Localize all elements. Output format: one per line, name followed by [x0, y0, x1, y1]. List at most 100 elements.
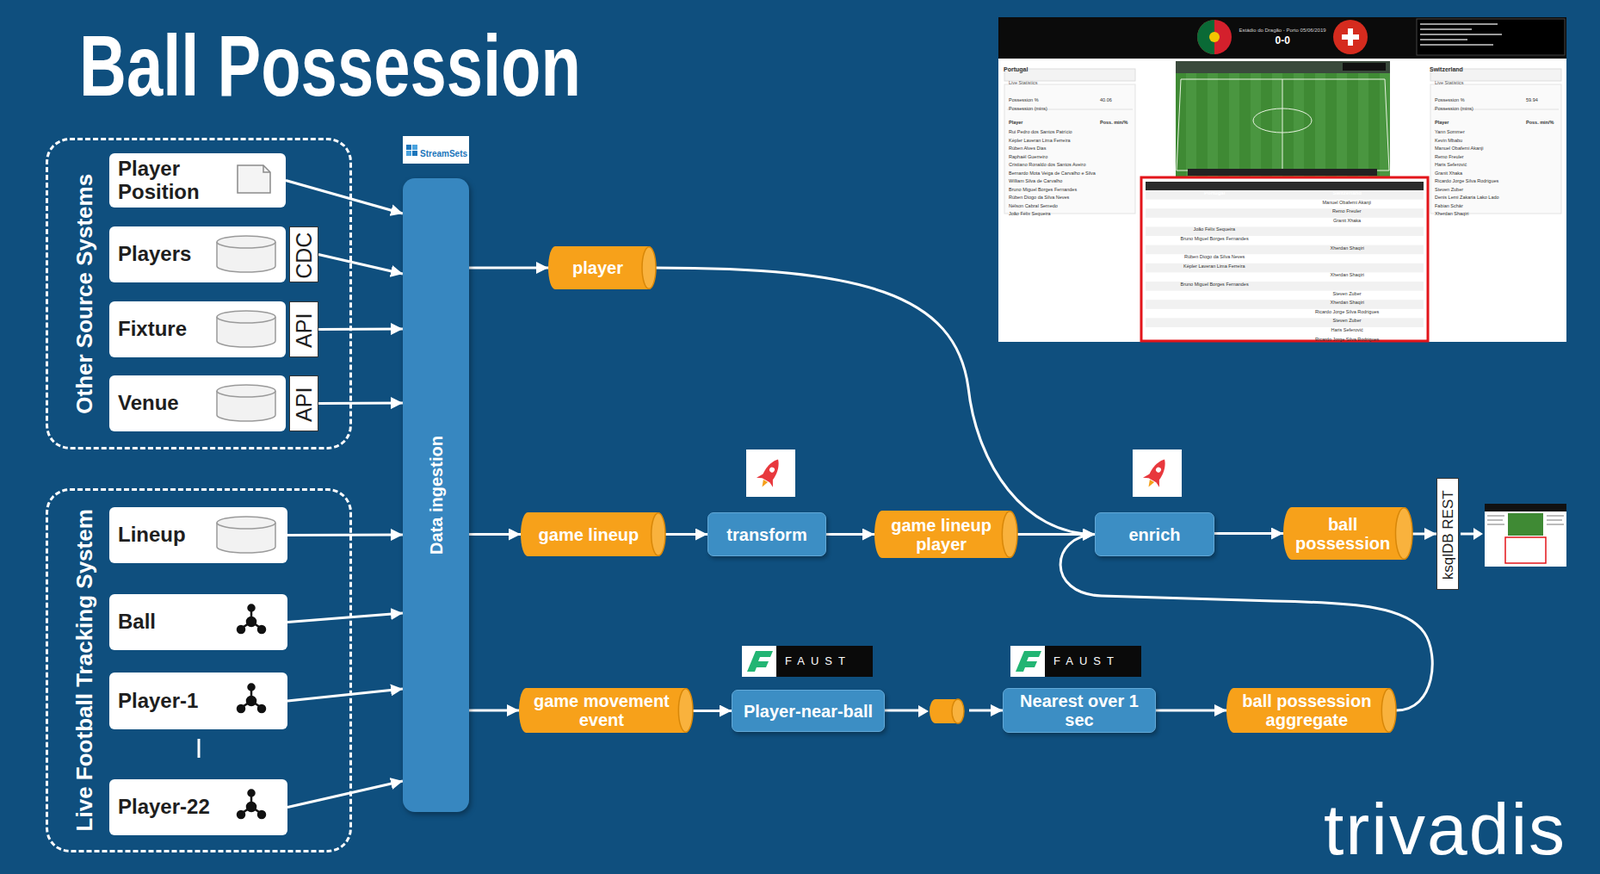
label-anchor: trivadis: [1323, 787, 1567, 872]
database-icon: [216, 235, 276, 553]
label-anchor: FAUST: [1053, 652, 1120, 668]
label-text: Steven Zuber: [1333, 290, 1362, 297]
system-group: Other Source SystemsPlayer PositionPlaye…: [45, 137, 353, 450]
label-text: Xherdan Shaqiri: [1330, 245, 1365, 251]
label-anchor: Poss. min/%: [1099, 111, 1128, 128]
label-anchor: Xherdan Shaqiri: [1330, 237, 1365, 254]
svg-rect: [1207, 73, 1218, 177]
svg-rect: [741, 645, 777, 677]
system-group: Live Football Tracking SystemLineupBallP…: [45, 488, 353, 853]
node-label: Player-near-ball: [743, 701, 873, 721]
svg-circle: [247, 696, 256, 705]
svg-rect: [1484, 503, 1567, 567]
svg-ellipse: [216, 310, 276, 323]
source-box: Ball: [109, 593, 288, 650]
label-anchor: Poss. min/%: [1525, 111, 1554, 128]
svg-rect: [998, 17, 1567, 342]
label-text: Xherdan Shaqiri: [1434, 210, 1469, 217]
label-anchor: João Félix Sequeira: [1193, 218, 1236, 235]
kafka-topic: game lineup: [520, 512, 666, 556]
svg-ellipse: [951, 698, 964, 723]
svg-rect: [1315, 73, 1326, 177]
label-anchor: Possession %: [1434, 89, 1465, 106]
node-label: CDC: [292, 231, 317, 278]
label-anchor: 0-0: [1275, 31, 1291, 48]
label-text: Xherdan Shaqiri: [1330, 299, 1365, 305]
label-text: Possession (mins): [1434, 105, 1474, 112]
continuation-dash: [197, 738, 201, 758]
label-text: Bruno Miguel Borges Fernandes: [1008, 186, 1077, 192]
svg-ellipse: [216, 516, 276, 529]
svg-rect: [1505, 537, 1546, 563]
label-text: Haris Seferović: [1331, 327, 1364, 333]
label-text: Portugal: [1204, 190, 1225, 197]
title-anchor: Ball Possession: [79, 22, 740, 109]
svg-circle: [1155, 465, 1162, 473]
svg-circle: [248, 684, 255, 691]
svg-rect: [1420, 23, 1498, 25]
svg-rect: [1420, 43, 1494, 46]
svg-rect: [1507, 512, 1544, 536]
label-text: Player: [1008, 119, 1024, 125]
svg-rect: [1420, 33, 1502, 36]
node-label: player: [572, 258, 624, 278]
label-text: William Silva de Carvalho: [1008, 178, 1063, 184]
label-anchor: Live Statistics: [1434, 72, 1465, 88]
svg-circle: [768, 465, 776, 473]
svg-rect: [1145, 281, 1424, 291]
topic-end: [642, 247, 656, 290]
svg-rect: [1484, 503, 1567, 512]
stream-processor: Player-near-ball: [731, 689, 885, 732]
flow-arrow: [287, 612, 403, 623]
svg-rect: [998, 17, 1567, 59]
label-text: 59.94: [1525, 97, 1539, 103]
node-label: Ball: [117, 610, 156, 633]
svg-path: [1176, 79, 1390, 171]
intermediate-topic: [918, 698, 964, 723]
node-label: Data ingestion: [426, 435, 445, 555]
label-anchor: Portugal: [1204, 182, 1225, 198]
api-tag: ksqlDB REST: [1436, 477, 1459, 590]
flow-arrow: [692, 709, 732, 712]
svg-circle: [258, 625, 266, 633]
node-label: Live Football Tracking System: [72, 508, 98, 831]
topic-body: [1226, 687, 1397, 733]
label-text: Bruno Miguel Borges Fernandes: [1180, 281, 1249, 287]
label-anchor: FAUST: [784, 652, 852, 668]
label-text: Live Statistics: [1008, 80, 1038, 86]
node-label: game movement event: [528, 691, 674, 729]
svg-rect: [1004, 84, 1136, 214]
ingestion-bar: Data ingestion: [402, 178, 470, 812]
svg-rect: [1272, 73, 1283, 177]
svg-rect: [1546, 523, 1564, 526]
stream-icon: [237, 605, 266, 819]
label-text: trivadis: [1323, 787, 1567, 872]
node-label: Player-1: [117, 689, 198, 712]
node-label: Other Source Systems: [72, 172, 98, 414]
svg-rect: [1145, 263, 1424, 273]
kafka-topic: game lineup player: [874, 510, 1018, 558]
streamsets-logo: [402, 135, 470, 164]
svg-path: [929, 698, 964, 723]
svg-path: [759, 479, 768, 489]
label-text: Rúben Alves Dias: [1008, 145, 1046, 151]
node-label: ball possession: [1294, 514, 1392, 553]
label-text: Xherdan Shaqiri: [1330, 271, 1365, 278]
svg-rect: [1145, 299, 1424, 309]
flow-arrow: [469, 709, 519, 712]
label-text: Kèpler Laveran Lima Ferreira: [1183, 263, 1246, 269]
svg-rect: [1132, 449, 1182, 497]
svg-rect: [1175, 61, 1390, 74]
svg-g: [1140, 454, 1174, 492]
flow-arrow: [665, 532, 708, 536]
svg-path: [237, 165, 271, 193]
label-text: Rúben Diogo da Silva Neves: [1008, 194, 1069, 200]
svg-ellipse: [1253, 108, 1312, 133]
svg-rect: [1487, 514, 1505, 517]
svg-path: [756, 469, 778, 488]
svg-rect: [1145, 208, 1424, 218]
label-text: João Félix Sequeira: [1008, 210, 1051, 217]
label-anchor: Rúben Diogo da Silva Neves: [1184, 246, 1245, 262]
